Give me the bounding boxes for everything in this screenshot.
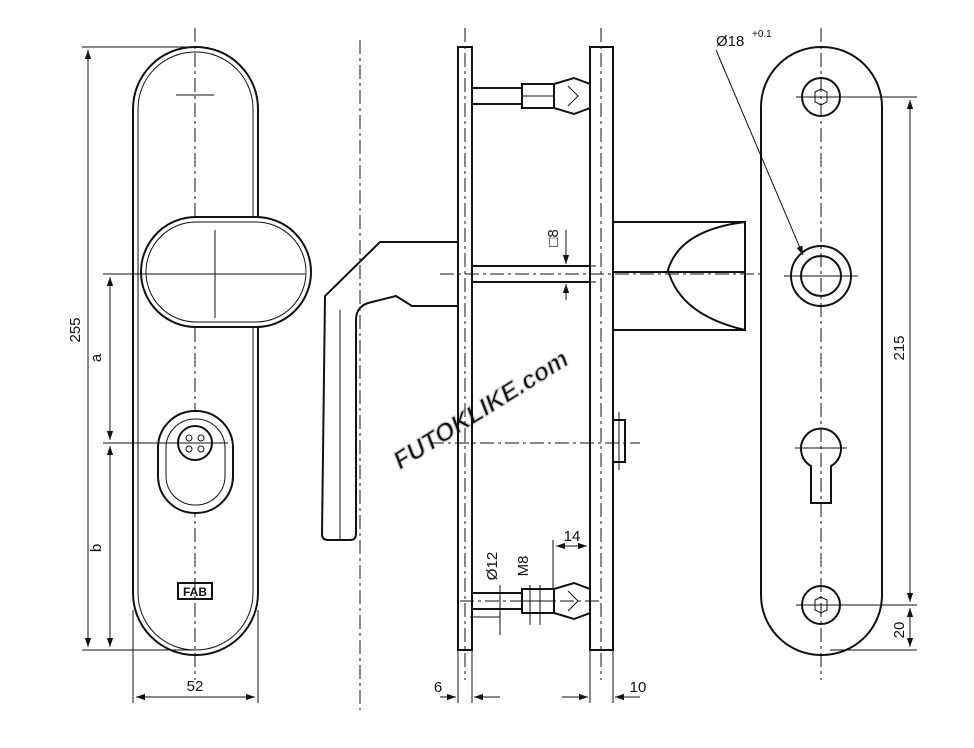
cylinder-keyhole-cutout xyxy=(800,427,842,504)
fab-logo-text: FAB xyxy=(183,585,207,599)
cylinder-guard xyxy=(157,410,234,514)
dim-hole-diameter: Ø18 xyxy=(716,33,744,50)
fab-logo xyxy=(177,582,213,600)
watermark-text: FUTOKLIKE.com xyxy=(388,345,573,475)
watermark: FUTOKLIKE.com xyxy=(388,344,574,475)
back-view: Ø18 +0.1 215 20 xyxy=(715,28,917,680)
dim-total-height: 255 xyxy=(67,317,84,342)
dim-bolt-diameter: Ø12 xyxy=(484,552,501,580)
knob-side xyxy=(613,221,746,331)
dim-screw-spacing: 215 xyxy=(891,335,908,360)
dim-inner-plate: 6 xyxy=(434,679,442,696)
dim-a: a xyxy=(88,353,105,362)
handle-rose xyxy=(140,216,312,328)
dim-thread: M8 xyxy=(515,556,532,577)
dim-outer-plate: 10 xyxy=(630,679,647,696)
dim-spindle: □8 xyxy=(545,229,562,246)
front-view: FAB 255 a b 52 xyxy=(67,28,312,703)
dim-bottom-offset: 20 xyxy=(891,622,908,639)
dim-hole-tolerance: +0.1 xyxy=(752,29,772,40)
side-view: □8 Ø12 M8 14 6 10 xyxy=(320,28,760,703)
dim-b: b xyxy=(88,544,105,552)
lever-handle xyxy=(320,241,458,541)
dim-width: 52 xyxy=(187,678,204,695)
dim-thread-length: 14 xyxy=(564,528,581,545)
